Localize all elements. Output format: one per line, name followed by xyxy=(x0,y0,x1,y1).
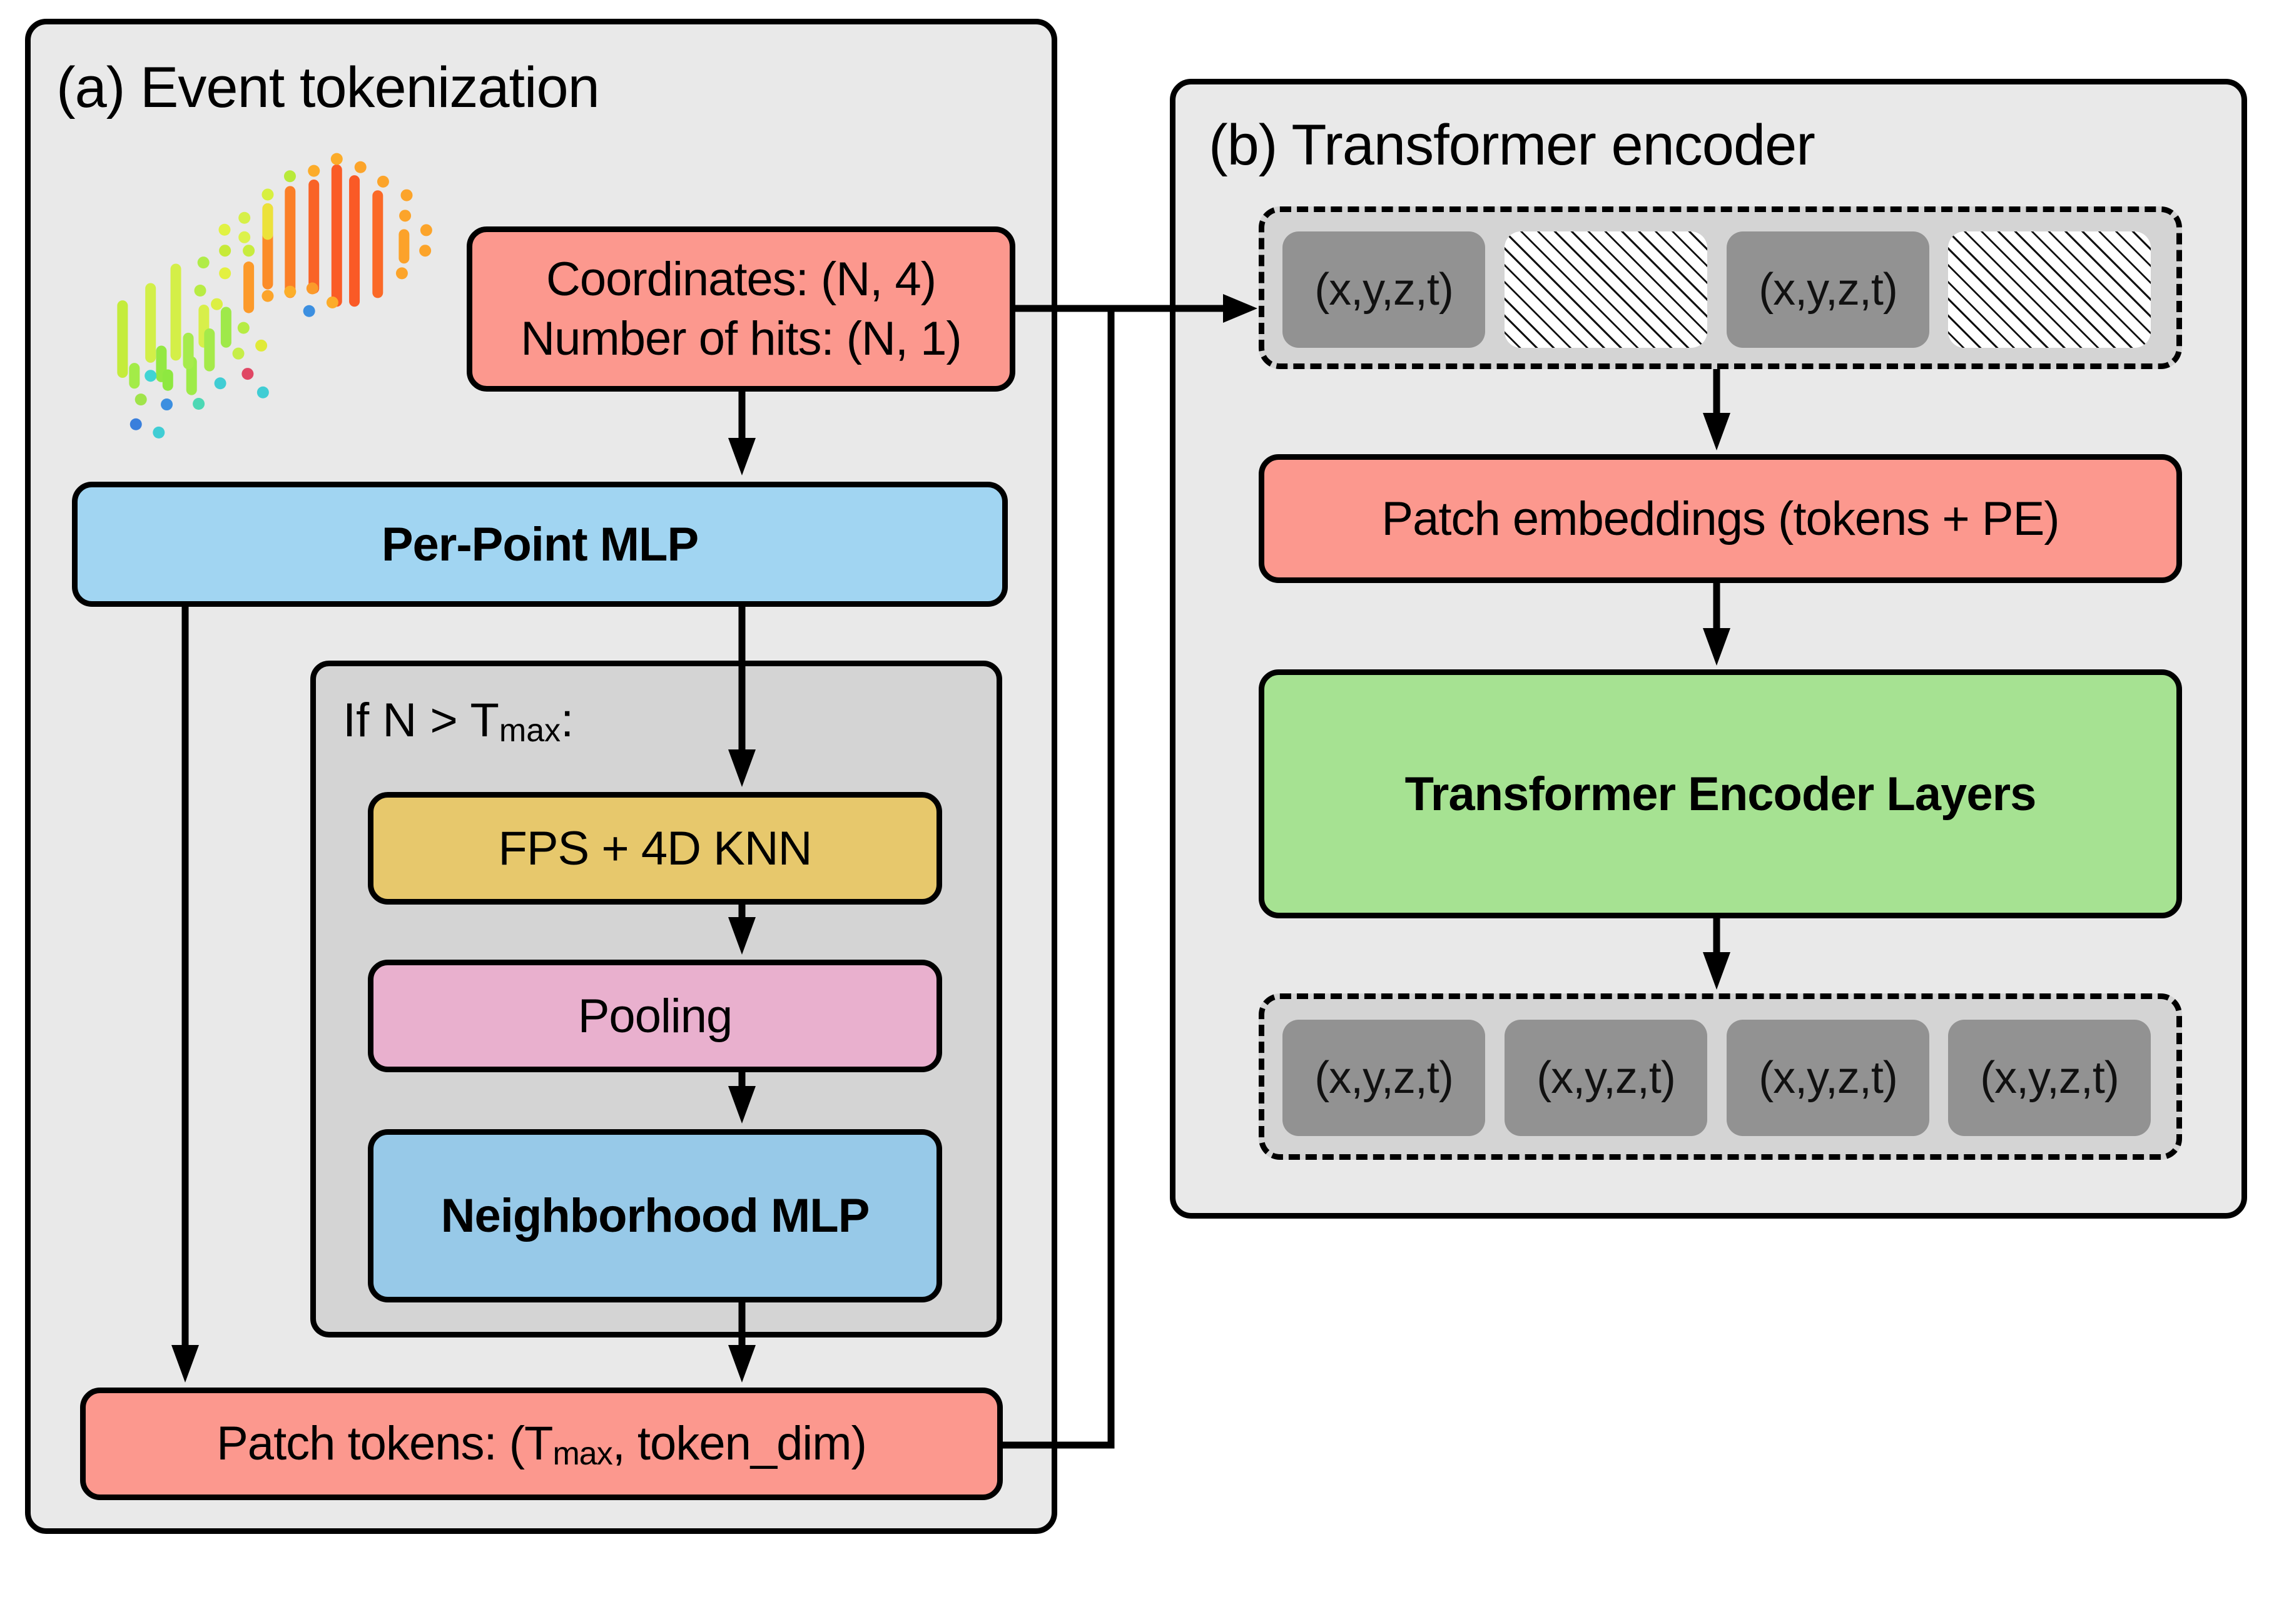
hit-point xyxy=(214,377,226,390)
hit-point xyxy=(400,189,413,201)
hit-point xyxy=(306,282,318,295)
condition-label: If N > Tmax: xyxy=(343,693,574,749)
patch-embeddings-box[interactable]: Patch embeddings (tokens + PE) xyxy=(1259,454,2182,583)
transformer-encoder-layers-label: Transformer Encoder Layers xyxy=(1404,767,2037,821)
token-label: (x,y,z,t) xyxy=(1536,1053,1676,1103)
per-point-mlp-label: Per-Point MLP xyxy=(381,517,699,571)
hit-point xyxy=(153,426,165,439)
token-cell: (x,y,z,t) xyxy=(1282,1020,1485,1136)
patch-tokens-subscript: max xyxy=(552,1435,612,1472)
hit-point xyxy=(395,267,408,280)
arrowhead-icon xyxy=(1703,628,1730,666)
token-cell: (x,y,z,t) xyxy=(1727,231,1929,348)
masked-token xyxy=(1948,231,2151,348)
patch-tokens-suffix: , token_dim) xyxy=(612,1416,867,1470)
hit-point xyxy=(241,368,254,380)
fps-knn-box[interactable]: FPS + 4D KNN xyxy=(368,792,942,905)
arrowhead-icon xyxy=(728,1086,756,1124)
condition-subscript: max xyxy=(499,713,561,749)
hit-point xyxy=(237,322,250,334)
patch-tokens-box[interactable]: Patch tokens: (Tmax, token_dim) xyxy=(80,1388,1003,1500)
token-label: (x,y,z,t) xyxy=(1314,265,1454,315)
hit-point xyxy=(238,231,251,243)
hit-point xyxy=(129,418,142,430)
arrowhead-icon xyxy=(728,1345,756,1383)
hit-point xyxy=(283,170,296,183)
fps-knn-label: FPS + 4D KNN xyxy=(498,821,812,875)
patch-embeddings-label: Patch embeddings (tokens + PE) xyxy=(1381,492,2059,546)
token-cell: (x,y,z,t) xyxy=(1948,1020,2151,1136)
condition-prefix: If N > T xyxy=(343,694,499,747)
hit-point xyxy=(354,161,367,173)
hit-point xyxy=(419,245,432,257)
neighborhood-mlp-label: Neighborhood MLP xyxy=(440,1189,870,1242)
token-label: (x,y,z,t) xyxy=(1980,1053,2119,1103)
hit-point xyxy=(420,224,432,236)
arrowhead-icon xyxy=(728,438,756,475)
patch-tokens-label: Patch tokens: (Tmax, token_dim) xyxy=(216,1414,867,1474)
hit-point xyxy=(243,245,255,257)
number-of-hits-label: Number of hits: (N, 1) xyxy=(520,312,962,365)
hit-point xyxy=(255,339,268,352)
arrowhead-icon xyxy=(1703,952,1730,990)
hit-point xyxy=(211,298,223,310)
arrowhead-icon xyxy=(728,917,756,955)
hit-point xyxy=(261,188,274,201)
event-tokenization-title: (a) Event tokenization xyxy=(56,56,600,119)
hit-point xyxy=(135,393,147,406)
hit-point xyxy=(194,284,206,297)
token-label: (x,y,z,t) xyxy=(1759,1053,1898,1103)
token-cell: (x,y,z,t) xyxy=(1282,231,1485,348)
hit-point xyxy=(284,285,297,298)
token-cell: (x,y,z,t) xyxy=(1727,1020,1929,1136)
arrowhead-icon xyxy=(171,1345,199,1383)
per-point-mlp-box[interactable]: Per-Point MLP xyxy=(72,482,1008,607)
hit-point xyxy=(308,165,320,177)
hit-point xyxy=(218,223,231,236)
condition-suffix: : xyxy=(561,694,574,747)
arrowhead-icon xyxy=(1703,413,1730,450)
pooling-label: Pooling xyxy=(577,989,733,1043)
hit-point xyxy=(303,305,315,317)
masked-token xyxy=(1505,231,1707,348)
hit-point xyxy=(232,347,245,360)
hit-point xyxy=(238,211,251,224)
hit-point xyxy=(219,245,231,257)
hit-point xyxy=(145,370,157,382)
hit-point xyxy=(219,267,231,280)
hit-point xyxy=(399,210,412,222)
arrowhead-icon xyxy=(1223,294,1257,323)
hit-point xyxy=(330,153,343,165)
arrowhead-icon xyxy=(728,749,756,787)
token-label: (x,y,z,t) xyxy=(1759,265,1898,315)
hit-point xyxy=(256,386,269,398)
neighborhood-mlp-box[interactable]: Neighborhood MLP xyxy=(368,1129,942,1302)
transformer-encoder-layers-box[interactable]: Transformer Encoder Layers xyxy=(1259,669,2182,918)
token-cell: (x,y,z,t) xyxy=(1505,1020,1707,1136)
patch-tokens-prefix: Patch tokens: (T xyxy=(216,1416,553,1470)
pooling-box[interactable]: Pooling xyxy=(368,960,942,1072)
connector-patch-to-tokens xyxy=(1003,308,1115,1449)
hit-point xyxy=(377,175,389,188)
hit-point xyxy=(197,256,210,269)
coordinates-label: Coordinates: (N, 4) xyxy=(546,253,937,306)
input-coordinates-box[interactable]: Coordinates: (N, 4) Number of hits: (N, … xyxy=(467,226,1015,392)
hit-point xyxy=(193,398,205,410)
token-label: (x,y,z,t) xyxy=(1314,1053,1454,1103)
transformer-encoder-title: (b) Transformer encoder xyxy=(1209,113,1815,177)
hit-point xyxy=(161,398,173,411)
hit-point xyxy=(261,290,274,302)
hit-point xyxy=(326,296,338,308)
